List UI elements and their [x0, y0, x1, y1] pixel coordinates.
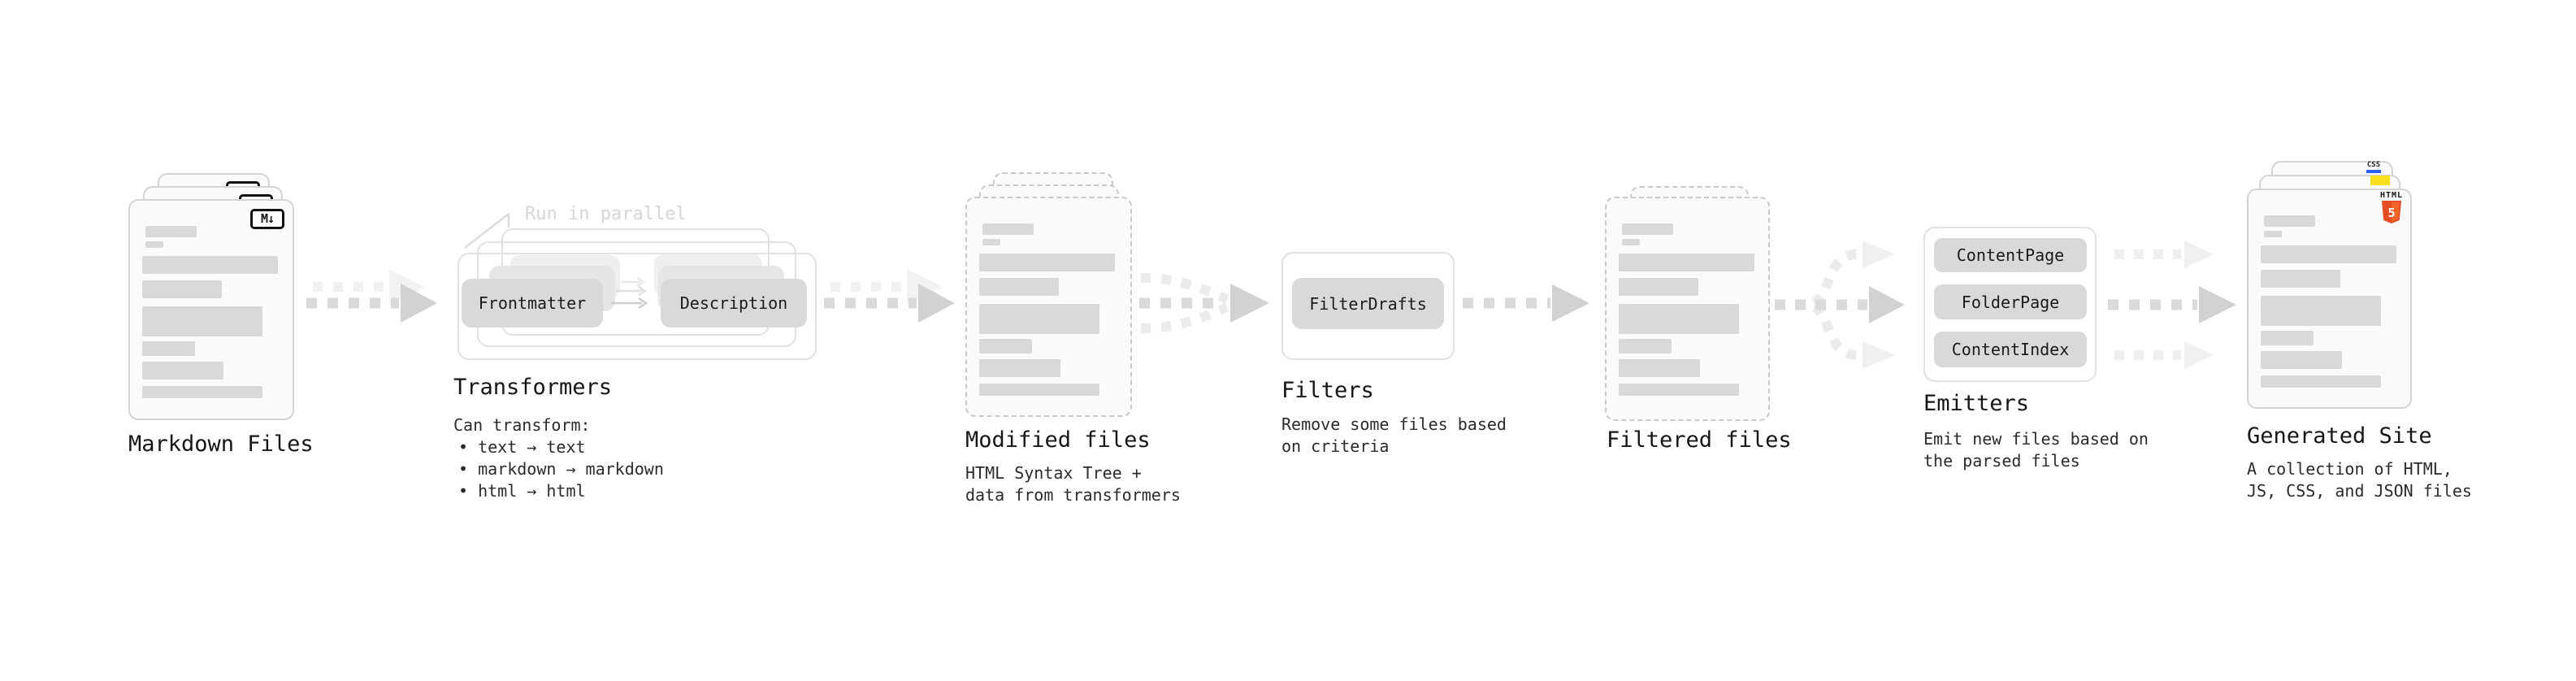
skeleton-text-line — [142, 386, 262, 398]
skeleton-text-line — [982, 239, 1000, 245]
filters-caption: Remove some files based on criteria — [1281, 414, 1507, 456]
css-badge-bar — [2366, 170, 2381, 173]
filters-panel — [1281, 252, 1455, 360]
frontmatter-node: Frontmatter — [462, 279, 603, 327]
skeleton-text-line — [142, 362, 223, 380]
arrow-filters-to-filtered — [1463, 284, 1589, 322]
emitters-panel — [1923, 227, 2097, 382]
skeleton-text-line — [979, 384, 1099, 396]
contentpage-node: ContentPage — [1934, 238, 2087, 272]
skeleton-text-line — [1619, 304, 1739, 334]
arrow-emitters-to-generated — [2108, 241, 2236, 369]
filtered-file-front — [1605, 197, 1770, 421]
transformers-capabilities: • text → text • markdown → markdown • ht… — [453, 436, 664, 502]
run-in-parallel-note: Run in parallel — [525, 204, 687, 224]
skeleton-text-line — [142, 341, 195, 356]
skeleton-text-line — [979, 339, 1032, 354]
arrow-modified-to-filters-merge — [1139, 273, 1269, 333]
skeleton-text-line — [2264, 215, 2315, 227]
modified-file-front — [965, 197, 1132, 417]
arrow-filtered-to-emitters-fanout — [1775, 241, 1905, 369]
skeleton-text-line — [2261, 351, 2342, 369]
skeleton-text-line — [979, 304, 1099, 334]
skeleton-text-line — [1619, 254, 1754, 271]
css-badge-text: CSS — [2366, 161, 2381, 169]
transformer-panel-front — [458, 253, 817, 360]
svg-text:5: 5 — [2387, 206, 2395, 220]
folderpage-node: FolderPage — [1934, 284, 2087, 319]
skeleton-text-line — [1619, 339, 1672, 354]
js-file-icon — [2370, 176, 2390, 185]
transformers-heading: Transformers — [453, 375, 613, 400]
markdown-icon: M↓ — [250, 209, 284, 229]
transformers-caption-intro: Can transform: — [453, 415, 591, 435]
skeleton-text-line — [2264, 231, 2282, 237]
css-file-icon: CSS — [2366, 162, 2382, 173]
arrow-markdown-to-transformers — [306, 269, 437, 323]
skeleton-text-line — [982, 223, 1034, 235]
html5-shield: 5 — [2382, 201, 2401, 223]
skeleton-text-line — [2261, 296, 2381, 326]
skeleton-text-line — [979, 278, 1059, 296]
capability-item: • text → text — [458, 437, 586, 457]
modified-files-label: Modified files — [965, 427, 1151, 453]
skeleton-text-line — [1622, 223, 1673, 235]
arrow-transformers-to-modified — [824, 269, 955, 323]
filters-heading: Filters — [1281, 378, 1374, 403]
generated-site-label: Generated Site — [2247, 423, 2432, 449]
skeleton-text-line — [979, 254, 1115, 271]
skeleton-text-line — [142, 306, 262, 336]
emitters-heading: Emitters — [1923, 391, 2030, 416]
markdown-file-front: M↓ — [128, 199, 294, 420]
modified-files-caption: HTML Syntax Tree + data from transformer… — [965, 463, 1181, 505]
skeleton-text-line — [142, 256, 278, 274]
skeleton-text-line — [2261, 245, 2396, 263]
markdown-files-label: Markdown Files — [128, 432, 314, 457]
skeleton-text-line — [145, 241, 163, 248]
html5-icon: HTML 5 — [2380, 192, 2403, 229]
skeleton-text-line — [1619, 278, 1698, 296]
skeleton-text-line — [1619, 359, 1700, 377]
generated-file-front — [2247, 189, 2412, 409]
skeleton-text-line — [2261, 331, 2314, 345]
capability-item: • html → html — [458, 481, 586, 501]
skeleton-text-line — [2261, 375, 2381, 388]
skeleton-text-line — [2261, 270, 2340, 288]
description-node: Description — [661, 279, 807, 327]
filtered-files-label: Filtered files — [1607, 427, 1792, 453]
skeleton-text-line — [142, 280, 222, 298]
skeleton-text-line — [145, 226, 197, 237]
html5-word: HTML — [2380, 191, 2404, 200]
run-in-parallel-callout-line — [464, 212, 510, 249]
emitters-caption: Emit new files based on the parsed files — [1923, 429, 2149, 471]
skeleton-text-line — [979, 359, 1060, 377]
contentindex-node: ContentIndex — [1934, 332, 2087, 367]
skeleton-text-line — [1619, 384, 1739, 396]
generated-site-caption: A collection of HTML, JS, CSS, and JSON … — [2247, 459, 2472, 501]
capability-item: • markdown → markdown — [458, 459, 664, 479]
transformer-flow-arrows — [611, 276, 648, 310]
skeleton-text-line — [1622, 239, 1640, 245]
filterdrafts-node: FilterDrafts — [1292, 278, 1444, 329]
